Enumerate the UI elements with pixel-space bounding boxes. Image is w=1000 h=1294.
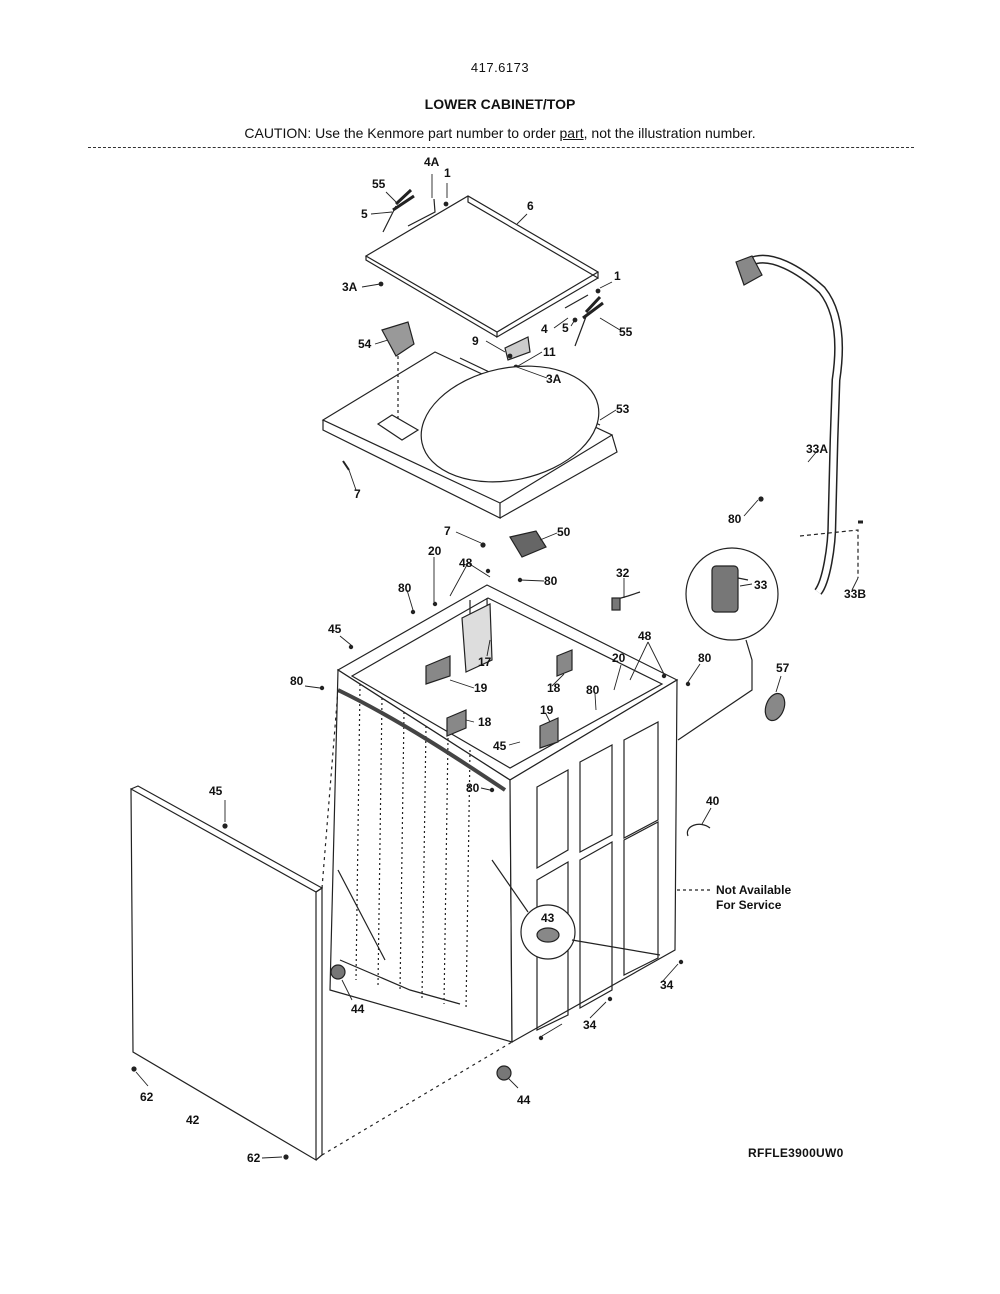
callout-6: 6 (527, 199, 534, 213)
ring-part-40[interactable] (686, 823, 711, 837)
callout-48-right: 48 (638, 629, 652, 643)
callout-40: 40 (706, 794, 720, 808)
callout-43: 43 (541, 911, 555, 925)
callout-42: 42 (186, 1113, 200, 1127)
cable-part-32[interactable] (611, 591, 641, 611)
callout-34-center: 34 (583, 1018, 597, 1032)
callout-19-right: 19 (540, 703, 554, 717)
lid-spring-left[interactable] (382, 188, 415, 233)
callout-80-hose: 80 (728, 512, 742, 526)
callout-44-left: 44 (351, 1002, 365, 1016)
callout-57: 57 (776, 661, 790, 675)
pad-part-18-right[interactable] (556, 649, 573, 677)
callout-53: 53 (616, 402, 630, 416)
callout-3A-lower: 3A (546, 372, 562, 386)
callout-3A-upper: 3A (342, 280, 358, 294)
top-panel-part-53[interactable] (321, 351, 618, 519)
callout-80-inner: 80 (586, 683, 600, 697)
callout-34-right: 34 (660, 978, 674, 992)
callout-4: 4 (541, 322, 548, 336)
callout-55-lower: 55 (619, 325, 633, 339)
callout-32: 32 (616, 566, 630, 580)
screws (319, 568, 691, 1041)
callout-33A: 33A (806, 442, 828, 456)
header-divider (88, 147, 914, 148)
callout-18-left: 18 (478, 715, 492, 729)
caution-prefix: CAUTION: Use the Kenmore part number to … (244, 125, 560, 141)
bolt-part-7 (342, 460, 350, 471)
callout-5-upper: 5 (361, 207, 368, 221)
page-title: LOWER CABINET/TOP (424, 96, 576, 112)
callout-33B: 33B (844, 587, 866, 601)
callout-45-panel: 45 (209, 784, 223, 798)
diagram-code: RFFLE3900UW0 (748, 1146, 844, 1160)
not-available-note-line1: Not Available (716, 883, 791, 897)
pad-part-19-right[interactable] (539, 717, 559, 749)
callout-11: 11 (543, 345, 556, 359)
caution-suffix: , not the illustration number. (583, 125, 756, 141)
lid-part-6[interactable] (364, 195, 600, 339)
callout-17: 17 (478, 655, 492, 669)
callout-80-left: 80 (290, 674, 304, 688)
callout-9: 9 (472, 334, 479, 348)
callout-4A: 4A (424, 155, 440, 169)
hinge-part-9[interactable] (504, 336, 531, 370)
callout-labels: 55 5 4A 1 6 3A 1 4 5 55 9 11 3A 54 53 7 … (140, 155, 866, 1165)
callout-44-bottom: 44 (517, 1093, 531, 1107)
lid-switch-part-50[interactable] (480, 530, 547, 558)
pump-detail-circle[interactable] (677, 547, 779, 741)
callout-7-lower: 7 (444, 524, 451, 538)
pad-part-19-left[interactable] (425, 655, 451, 685)
foot-part-57[interactable] (762, 691, 788, 723)
callout-54: 54 (358, 337, 372, 351)
not-available-note-line2: For Service (716, 898, 782, 912)
model-number: 417.6173 (470, 60, 530, 75)
callout-20-upper: 20 (428, 544, 442, 558)
caution-part-link[interactable]: part (559, 125, 584, 141)
callout-62-bottom: 62 (247, 1151, 261, 1165)
callout-45-upper: 45 (328, 622, 342, 636)
callout-48-upper: 48 (459, 556, 473, 570)
callout-7-upper: 7 (354, 487, 361, 501)
pad-part-18-left[interactable] (446, 709, 467, 737)
callout-45-inner: 45 (493, 739, 507, 753)
callout-5-lower: 5 (562, 321, 569, 335)
drain-hose-part-33A[interactable] (735, 254, 863, 595)
front-panel-part-42[interactable] (130, 689, 513, 1162)
callout-1-upper: 1 (444, 166, 451, 180)
callout-50: 50 (557, 525, 571, 539)
callout-62-lower-left: 62 (140, 1090, 154, 1104)
callout-leaders (135, 174, 859, 1159)
callout-80-front: 80 (466, 781, 480, 795)
callout-19-left: 19 (474, 681, 488, 695)
callout-33: 33 (754, 578, 768, 592)
callout-80-top-right: 80 (544, 574, 558, 588)
callout-1-lower: 1 (614, 269, 621, 283)
callout-20-right: 20 (612, 651, 626, 665)
tub-bracket-part-17[interactable] (461, 603, 493, 673)
dispenser-part-54[interactable] (381, 321, 415, 420)
lid-spring-right[interactable] (574, 295, 604, 347)
caution-text: CAUTION: Use the Kenmore part number to … (0, 125, 1000, 141)
callout-80-top-left: 80 (398, 581, 412, 595)
callout-18-right: 18 (547, 681, 561, 695)
callout-55-upper: 55 (372, 177, 386, 191)
callout-80-right: 80 (698, 651, 712, 665)
cabinet-frame[interactable] (329, 584, 679, 1081)
bracket-part-43-detail[interactable] (491, 859, 661, 960)
